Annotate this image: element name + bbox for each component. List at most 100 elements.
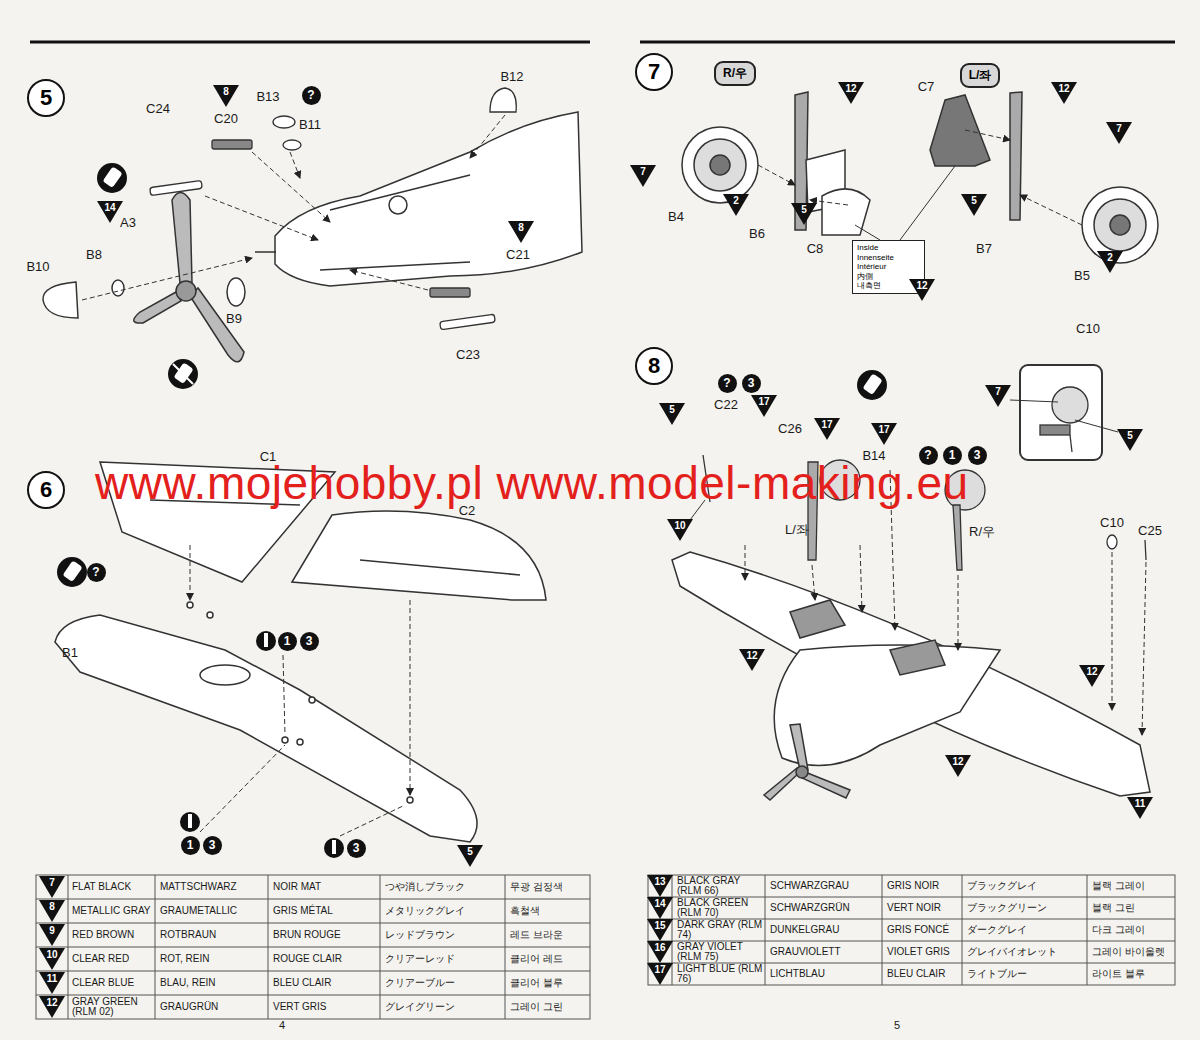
table-cell: ROUGE CLAIR: [273, 954, 379, 965]
callout-number: 17: [647, 963, 673, 976]
wing: [200, 665, 250, 685]
wing: [207, 612, 213, 618]
callout-number: 14: [647, 897, 673, 910]
table-cell: VIOLET GRIS: [887, 947, 961, 958]
paint-table-rule: [155, 875, 156, 1019]
wing: [55, 615, 477, 842]
side-tag: R/우: [714, 61, 756, 86]
side-tag-text: R/우: [723, 66, 747, 80]
aircraft-underside: [790, 724, 808, 770]
option-icon: 3: [300, 632, 319, 651]
assembly-arrow: [82, 258, 252, 300]
assembly-arrow: [965, 130, 1010, 140]
aircraft-underside: [796, 766, 808, 778]
aircraft-underside: [672, 552, 1150, 800]
callout-triangle: [630, 165, 656, 187]
step-number: 5: [27, 79, 65, 117]
table-cell: 블랙 그린: [1092, 903, 1174, 914]
propeller: [134, 292, 181, 323]
gear-parts: [953, 505, 962, 570]
table-cell: MATTSCHWARZ: [160, 882, 266, 893]
callout-triangle: [723, 194, 749, 216]
table-cell: CLEAR BLUE: [72, 978, 154, 989]
table-cell: VERT GRIS: [273, 1002, 379, 1013]
table-cell: ROTBRAUN: [160, 930, 266, 941]
paint-callout: 5: [659, 403, 685, 425]
table-cell: METALLIC GRAY: [72, 906, 154, 917]
callout-triangle: [739, 649, 765, 671]
paint-callout: 9: [39, 924, 65, 946]
assembly-arrow: [200, 745, 285, 832]
assembly-arrow: [745, 470, 1146, 735]
landing-gear: [822, 189, 870, 235]
callout-number: 12: [838, 82, 864, 95]
callout-triangle: [1117, 429, 1143, 451]
drill-icon: [256, 631, 276, 651]
paint-callout: 7: [1106, 122, 1132, 144]
callout-number: 5: [791, 203, 817, 216]
gear-parts: [1020, 365, 1102, 460]
table-cell: BLACK GREEN (RLM 70): [677, 898, 763, 919]
paint-table-rule: [36, 875, 1175, 1019]
page-number: 5: [894, 1019, 900, 1031]
propeller: [43, 282, 78, 318]
page-rule: [30, 41, 590, 44]
small-parts: [490, 88, 516, 112]
callout-triangle: [39, 924, 65, 946]
paint-callout: 10: [667, 519, 693, 541]
callout-number: 7: [39, 876, 65, 889]
table-cell: 흑철색: [510, 906, 590, 917]
callout-number: 12: [909, 279, 935, 292]
callout-number: 5: [961, 194, 987, 207]
callout-number: 12: [1079, 665, 1105, 678]
paint-callout: 14: [97, 201, 123, 223]
glue-icon: [173, 364, 193, 384]
callout-number: 8: [508, 221, 534, 234]
part-number: B11: [299, 117, 321, 132]
callout-triangle: [39, 972, 65, 994]
callout-number: 13: [647, 875, 673, 888]
small-parts: [283, 140, 301, 150]
fuselage: [255, 251, 276, 253]
part-number: B12: [500, 69, 523, 84]
callout-triangle: [814, 418, 840, 440]
paint-table-rule: [36, 947, 590, 948]
callout-triangle: [961, 194, 987, 216]
part-number: A3: [120, 215, 136, 230]
leader-line: [855, 225, 880, 240]
paint-table-rule: [882, 875, 883, 985]
drill-icon: [264, 633, 268, 647]
paint-table-rule: [672, 875, 673, 985]
step-number-text: 8: [648, 353, 660, 379]
landing-gear: [682, 127, 758, 203]
table-cell: VERT NOIR: [887, 903, 961, 914]
note-box-text: Intérieur: [857, 262, 894, 272]
callout-number: 2: [1097, 251, 1123, 264]
glue-icon: [102, 166, 122, 188]
step-number: 6: [27, 471, 65, 509]
table-cell: 레드 브라운: [510, 930, 590, 941]
paint-callout: 12: [1051, 82, 1077, 104]
landing-gear: [710, 155, 730, 175]
table-cell: GRAY GREEN (RLM 02): [72, 997, 154, 1018]
landing-gear: [1110, 215, 1130, 235]
landing-gear: [1010, 92, 1022, 220]
callout-triangle: [39, 900, 65, 922]
table-cell: ブラックグリーン: [967, 903, 1085, 914]
paint-table-rule: [648, 875, 1175, 985]
table-cell: 라이트 블루: [1092, 969, 1174, 980]
callout-triangle: [97, 201, 123, 223]
table-cell: つや消しブラック: [385, 882, 505, 893]
table-cell: グレイグリーン: [385, 1002, 505, 1013]
callout-number: 5: [1117, 429, 1143, 442]
part-number: C7: [918, 79, 935, 94]
part-number: B6: [749, 226, 765, 241]
side-tag-text: L/좌: [969, 68, 992, 82]
paint-callout: 5: [791, 203, 817, 225]
assembly-arrow: [745, 545, 746, 580]
aircraft-underside: [802, 772, 850, 798]
paint-table-rule: [68, 875, 69, 1019]
assembly-arrow: [1112, 552, 1113, 710]
part-number: B10: [26, 259, 49, 274]
